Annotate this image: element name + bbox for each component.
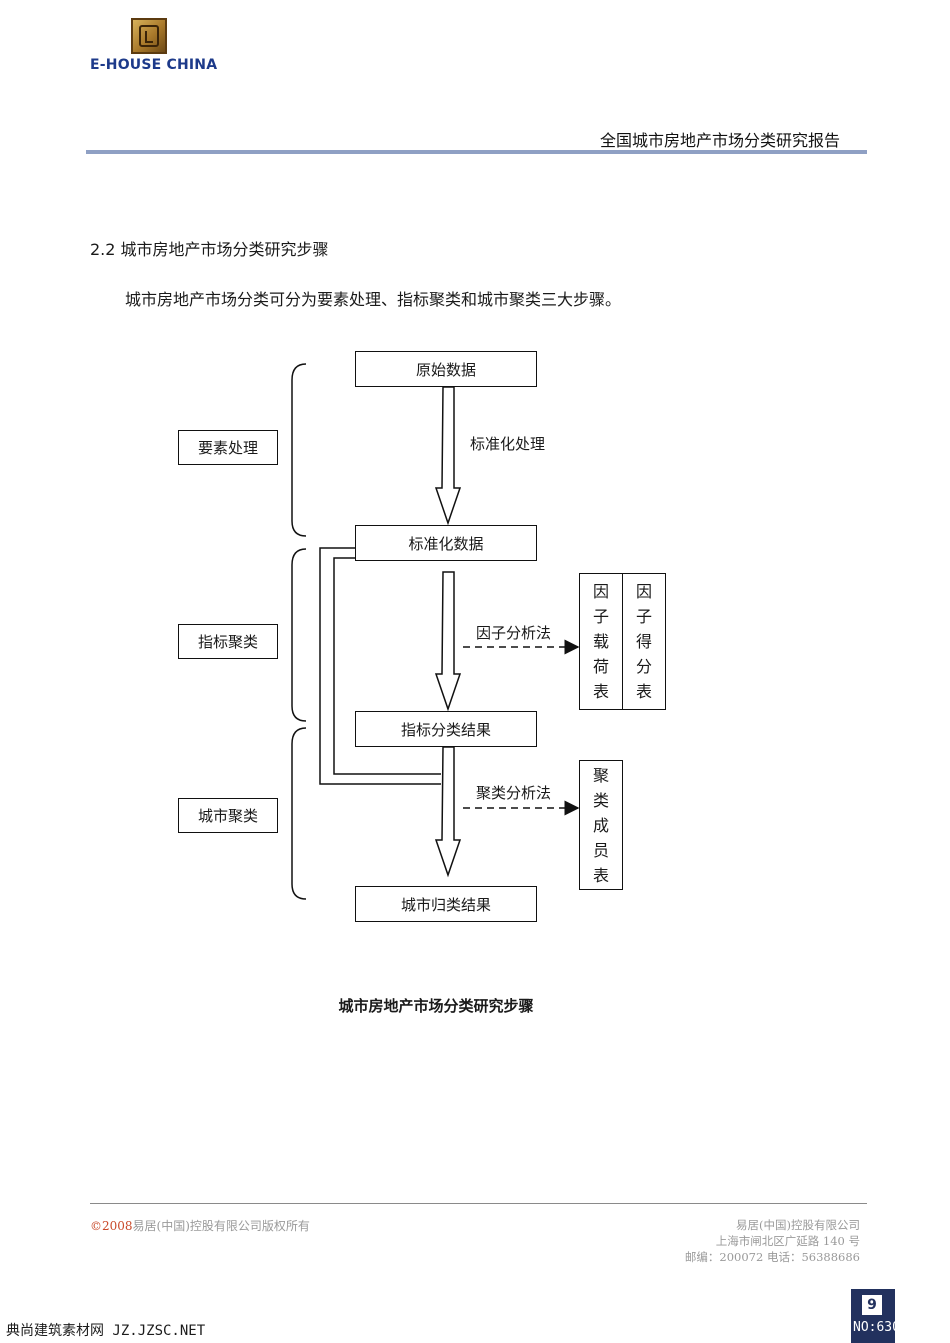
stage-indicator-clustering: 指标聚类	[178, 624, 278, 659]
company-logo	[131, 18, 167, 54]
section-heading: 2.2 城市房地产市场分类研究步骤	[90, 240, 329, 259]
address-company: 易居(中国)控股有限公司	[736, 1218, 860, 1232]
bypass-line-outer	[319, 547, 441, 785]
brand-name: E-HOUSE CHINA	[90, 57, 218, 73]
table-cluster-members: 聚 类 成 员 表	[579, 760, 623, 890]
edge-label-cluster-analysis: 聚类分析法	[476, 784, 552, 802]
page-number: 9	[861, 1294, 883, 1316]
brace-city-clustering	[291, 727, 307, 900]
edge-label-factor-analysis: 因子分析法	[476, 624, 552, 642]
arrow-indicator-to-city	[434, 746, 462, 878]
edge-label-standardize: 标准化处理	[470, 435, 546, 453]
site-watermark: 典尚建筑素材网 JZ.JZSC.NET	[6, 1323, 206, 1339]
bypass-line-inner	[333, 557, 441, 775]
copyright-text: 易居(中国)控股有限公司版权所有	[132, 1219, 310, 1233]
node-raw-data: 原始数据	[355, 351, 537, 387]
address-contact: 邮编：200072 电话：56388686	[684, 1250, 860, 1264]
arrow-raw-to-standardized	[434, 386, 462, 526]
node-indicator-result: 指标分类结果	[355, 711, 537, 747]
stage-city-clustering: 城市聚类	[178, 798, 278, 833]
brace-element-processing	[291, 363, 307, 537]
brace-indicator-clustering	[291, 548, 307, 722]
copyright-year: ©2008	[90, 1219, 133, 1233]
intro-paragraph: 城市房地产市场分类可分为要素处理、指标聚类和城市聚类三大步骤。	[125, 290, 622, 309]
figure-caption: 城市房地产市场分类研究步骤	[338, 997, 534, 1015]
document-number: NO:63060	[853, 1320, 916, 1335]
arrow-standardized-to-indicator	[434, 571, 462, 712]
footer-divider	[90, 1203, 867, 1204]
report-title: 全国城市房地产市场分类研究报告	[599, 131, 840, 150]
table-factor-loading: 因 子 载 荷 表	[579, 573, 623, 710]
node-standardized-data: 标准化数据	[355, 525, 537, 561]
company-address: 易居(中国)控股有限公司 上海市闸北区广延路 140 号 邮编：200072 电…	[685, 1217, 860, 1265]
node-city-result: 城市归类结果	[355, 886, 537, 922]
header-divider	[86, 150, 867, 154]
address-street: 上海市闸北区广延路 140 号	[715, 1234, 860, 1248]
stage-element-processing: 要素处理	[178, 430, 278, 465]
copyright-notice: ©2008易居(中国)控股有限公司版权所有	[90, 1217, 310, 1234]
table-factor-score: 因 子 得 分 表	[622, 573, 666, 710]
